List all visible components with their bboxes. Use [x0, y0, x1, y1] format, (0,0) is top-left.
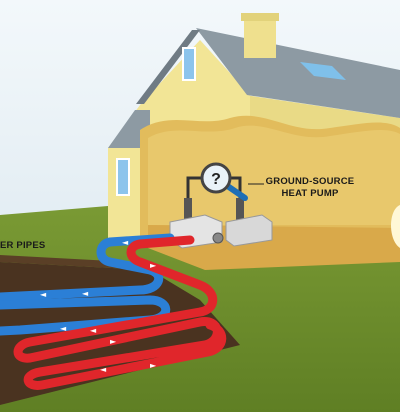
water-pipes-label: ER PIPES	[0, 240, 46, 251]
porch-roof	[108, 110, 150, 148]
flow-arrow-cold: ◄	[40, 290, 47, 299]
flow-arrow-hot: ◄	[100, 365, 107, 374]
flow-arrows: ◄ ◄ ◄ ◄ ► ◄ ► ◄ ►	[40, 238, 157, 374]
attic-window-glass	[184, 49, 194, 79]
magnifier-question-mark: ?	[211, 171, 221, 188]
outlet-shape	[391, 205, 400, 248]
magnifier-icon: ?	[200, 162, 248, 201]
left-window-glass	[118, 160, 128, 194]
flow-arrow-cold: ◄	[82, 289, 89, 298]
flow-arrow-cold: ◄	[122, 238, 129, 247]
chimney-cap	[241, 13, 279, 21]
chimney	[244, 18, 276, 58]
flow-arrow-cold: ◄	[60, 324, 67, 333]
interior-back-wall	[148, 125, 400, 225]
heat-pump-label-line1: GROUND-SOURCE	[265, 176, 355, 187]
flow-arrow-hot: ►	[110, 337, 117, 346]
flow-arrow-hot: ◄	[90, 326, 97, 335]
flow-arrow-hot: ►	[150, 261, 157, 270]
heat-pump-label: GROUND-SOURCE HEAT PUMP	[262, 176, 358, 200]
skylight	[300, 62, 346, 80]
flow-arrow-hot: ►	[150, 361, 157, 370]
heat-pump-label-line2: HEAT PUMP	[281, 188, 339, 199]
hot-pipe-loop	[13, 235, 227, 390]
